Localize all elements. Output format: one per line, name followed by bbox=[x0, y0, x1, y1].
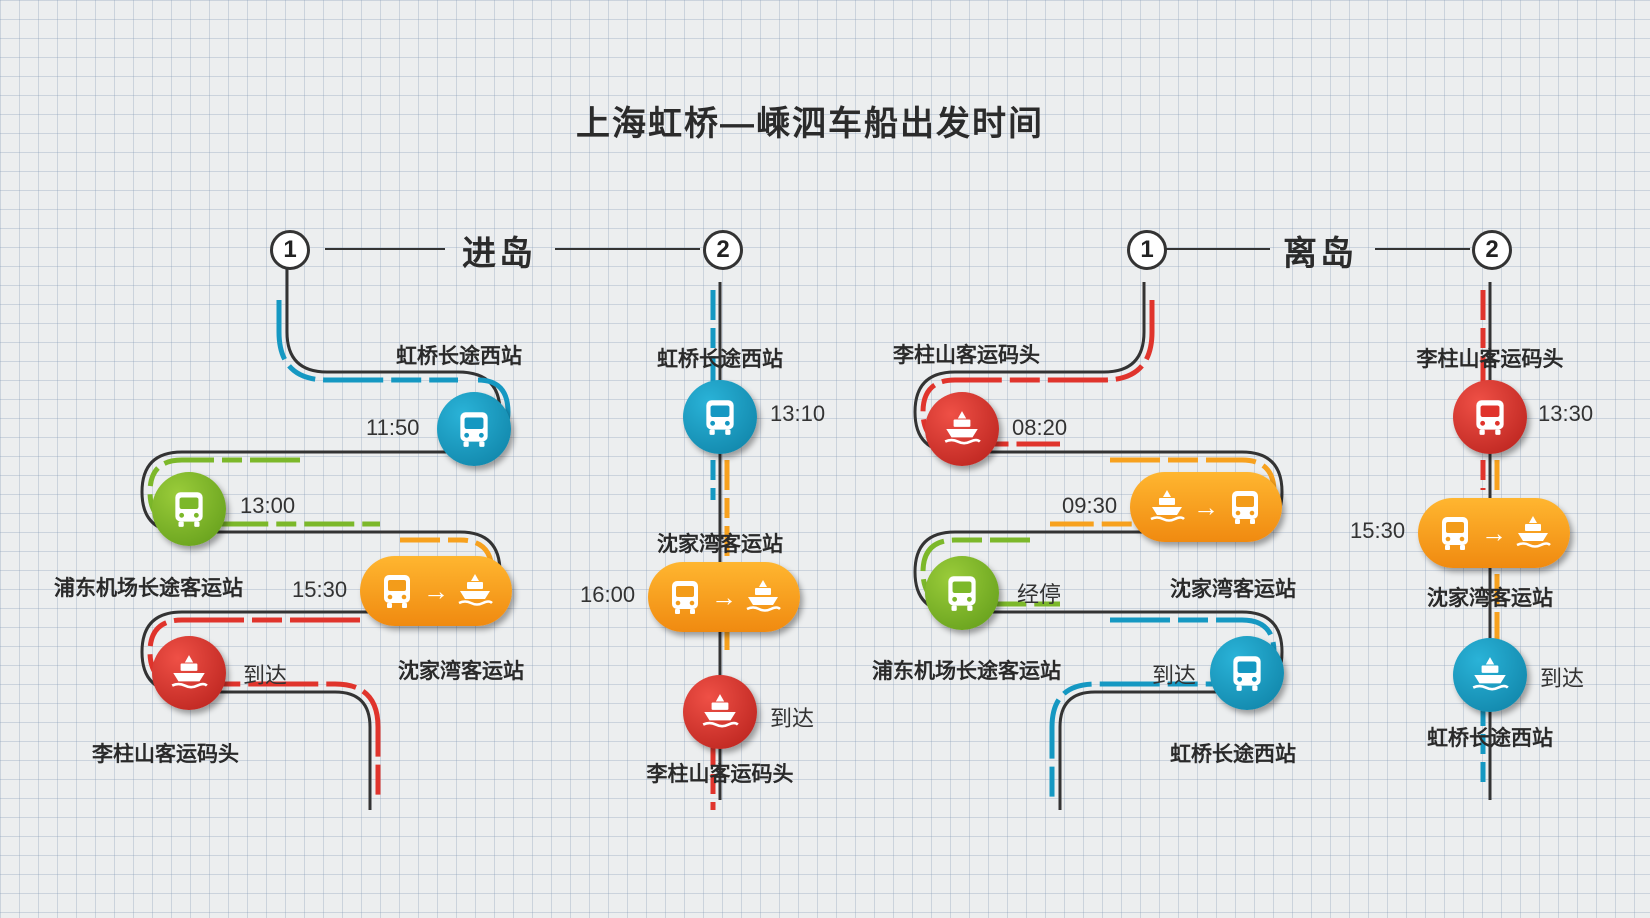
outbound-route1-stop4-time: 到达 bbox=[1152, 663, 1197, 688]
ship-icon bbox=[702, 694, 739, 728]
bus-icon bbox=[672, 581, 698, 614]
outbound-route2-stop1-station: 李柱山客运码头 bbox=[1416, 348, 1564, 371]
bus-icon bbox=[706, 400, 734, 435]
inbound-route1-stop4-time: 到达 bbox=[243, 663, 288, 688]
outbound-route2-stop1-time: 13:30 bbox=[1538, 401, 1594, 426]
outbound-route1-stop4-station: 虹桥长途西站 bbox=[1170, 743, 1296, 766]
inbound-route1-stop3-time: 15:30 bbox=[292, 577, 348, 602]
bus-icon bbox=[1442, 517, 1468, 550]
ship-icon bbox=[171, 655, 208, 689]
outbound-section-title: 离岛 bbox=[1283, 235, 1357, 273]
bus-icon bbox=[152, 472, 226, 546]
outbound-route1-stop2-station: 沈家湾客运站 bbox=[1170, 578, 1296, 601]
ship-icon bbox=[1453, 638, 1527, 712]
inbound-route2-stop2-time: 16:00 bbox=[580, 582, 636, 607]
ship-to-bus-transfer-badge: → bbox=[1130, 472, 1282, 542]
outbound-route2-stop2-time: 15:30 bbox=[1350, 518, 1406, 543]
outbound-route2-stop3-station: 虹桥长途西站 bbox=[1427, 727, 1553, 750]
bus-icon bbox=[683, 380, 757, 454]
bus-to-ship-transfer-badge: → bbox=[360, 556, 512, 626]
arrow-right-icon: → bbox=[423, 575, 449, 606]
ship-icon bbox=[683, 675, 757, 749]
page-title: 上海虹桥—嵊泗车船出发时间 bbox=[576, 105, 1044, 143]
inbound-route1-stop1-time: 11:50 bbox=[366, 415, 420, 440]
ship-icon bbox=[746, 580, 781, 612]
bus-to-ship-transfer-badge: → bbox=[648, 562, 800, 632]
bus-icon bbox=[384, 575, 410, 608]
inbound-route1-number: 1 bbox=[270, 230, 310, 270]
ship-icon bbox=[1516, 516, 1551, 548]
inbound-route2-number: 2 bbox=[703, 230, 743, 270]
arrow-right-icon: → bbox=[1481, 517, 1507, 548]
outbound-route2-stop2-station: 沈家湾客运站 bbox=[1427, 587, 1553, 610]
inbound-route1-stop2-station: 浦东机场长途客运站 bbox=[54, 577, 243, 600]
outbound-route1-stop1-station: 李柱山客运码头 bbox=[893, 344, 1040, 367]
outbound-route1-stop3-time: 经停 bbox=[1017, 582, 1062, 607]
inbound-route2-stop3-time: 到达 bbox=[770, 706, 815, 731]
arrow-right-icon: → bbox=[1193, 491, 1219, 522]
inbound-route2-stop1-time: 13:10 bbox=[770, 401, 826, 426]
bus-icon bbox=[1210, 636, 1284, 710]
outbound-route1-number: 1 bbox=[1127, 230, 1167, 270]
bus-to-ship-transfer-badge: → bbox=[1418, 498, 1570, 568]
bus-icon bbox=[1453, 380, 1527, 454]
ship-icon bbox=[458, 574, 493, 606]
inbound-route1-stop2-time: 13:00 bbox=[240, 493, 296, 518]
bus-icon bbox=[1232, 491, 1258, 524]
ship-icon bbox=[1150, 490, 1185, 522]
inbound-route2-stop1-station: 虹桥长途西站 bbox=[657, 348, 783, 371]
inbound-route1-stop4-station: 李柱山客运码头 bbox=[92, 743, 239, 766]
outbound-route1-stop3-station: 浦东机场长途客运站 bbox=[872, 660, 1061, 683]
bus-icon bbox=[437, 392, 511, 466]
ship-icon bbox=[152, 636, 226, 710]
arrow-right-icon: → bbox=[711, 581, 737, 612]
ship-icon bbox=[944, 411, 981, 445]
bus-icon bbox=[175, 492, 203, 527]
inbound-route2-stop2-station: 沈家湾客运站 bbox=[657, 533, 783, 556]
ship-icon bbox=[1472, 657, 1509, 691]
bus-icon bbox=[925, 556, 999, 630]
outbound-route1-green-stripe bbox=[920, 537, 1060, 607]
bus-icon bbox=[948, 576, 976, 611]
inbound-route2-stop3-station: 李柱山客运码头 bbox=[646, 763, 794, 786]
bus-icon bbox=[1476, 400, 1504, 435]
outbound-route1-stop2-time: 09:30 bbox=[1062, 493, 1118, 518]
outbound-route2-stop3-time: 到达 bbox=[1540, 666, 1585, 691]
bus-icon bbox=[1233, 656, 1261, 691]
inbound-route1-stop3-station: 沈家湾客运站 bbox=[398, 660, 524, 683]
ship-icon bbox=[925, 392, 999, 466]
outbound-route2-number: 2 bbox=[1472, 230, 1512, 270]
outbound-route1-stop1-time: 08:20 bbox=[1012, 415, 1068, 440]
inbound-section-title: 进岛 bbox=[462, 235, 536, 273]
inbound-route1-blue-stripe bbox=[276, 300, 458, 383]
bus-icon bbox=[460, 412, 488, 447]
inbound-route1-stop1-station: 虹桥长途西站 bbox=[396, 345, 522, 368]
